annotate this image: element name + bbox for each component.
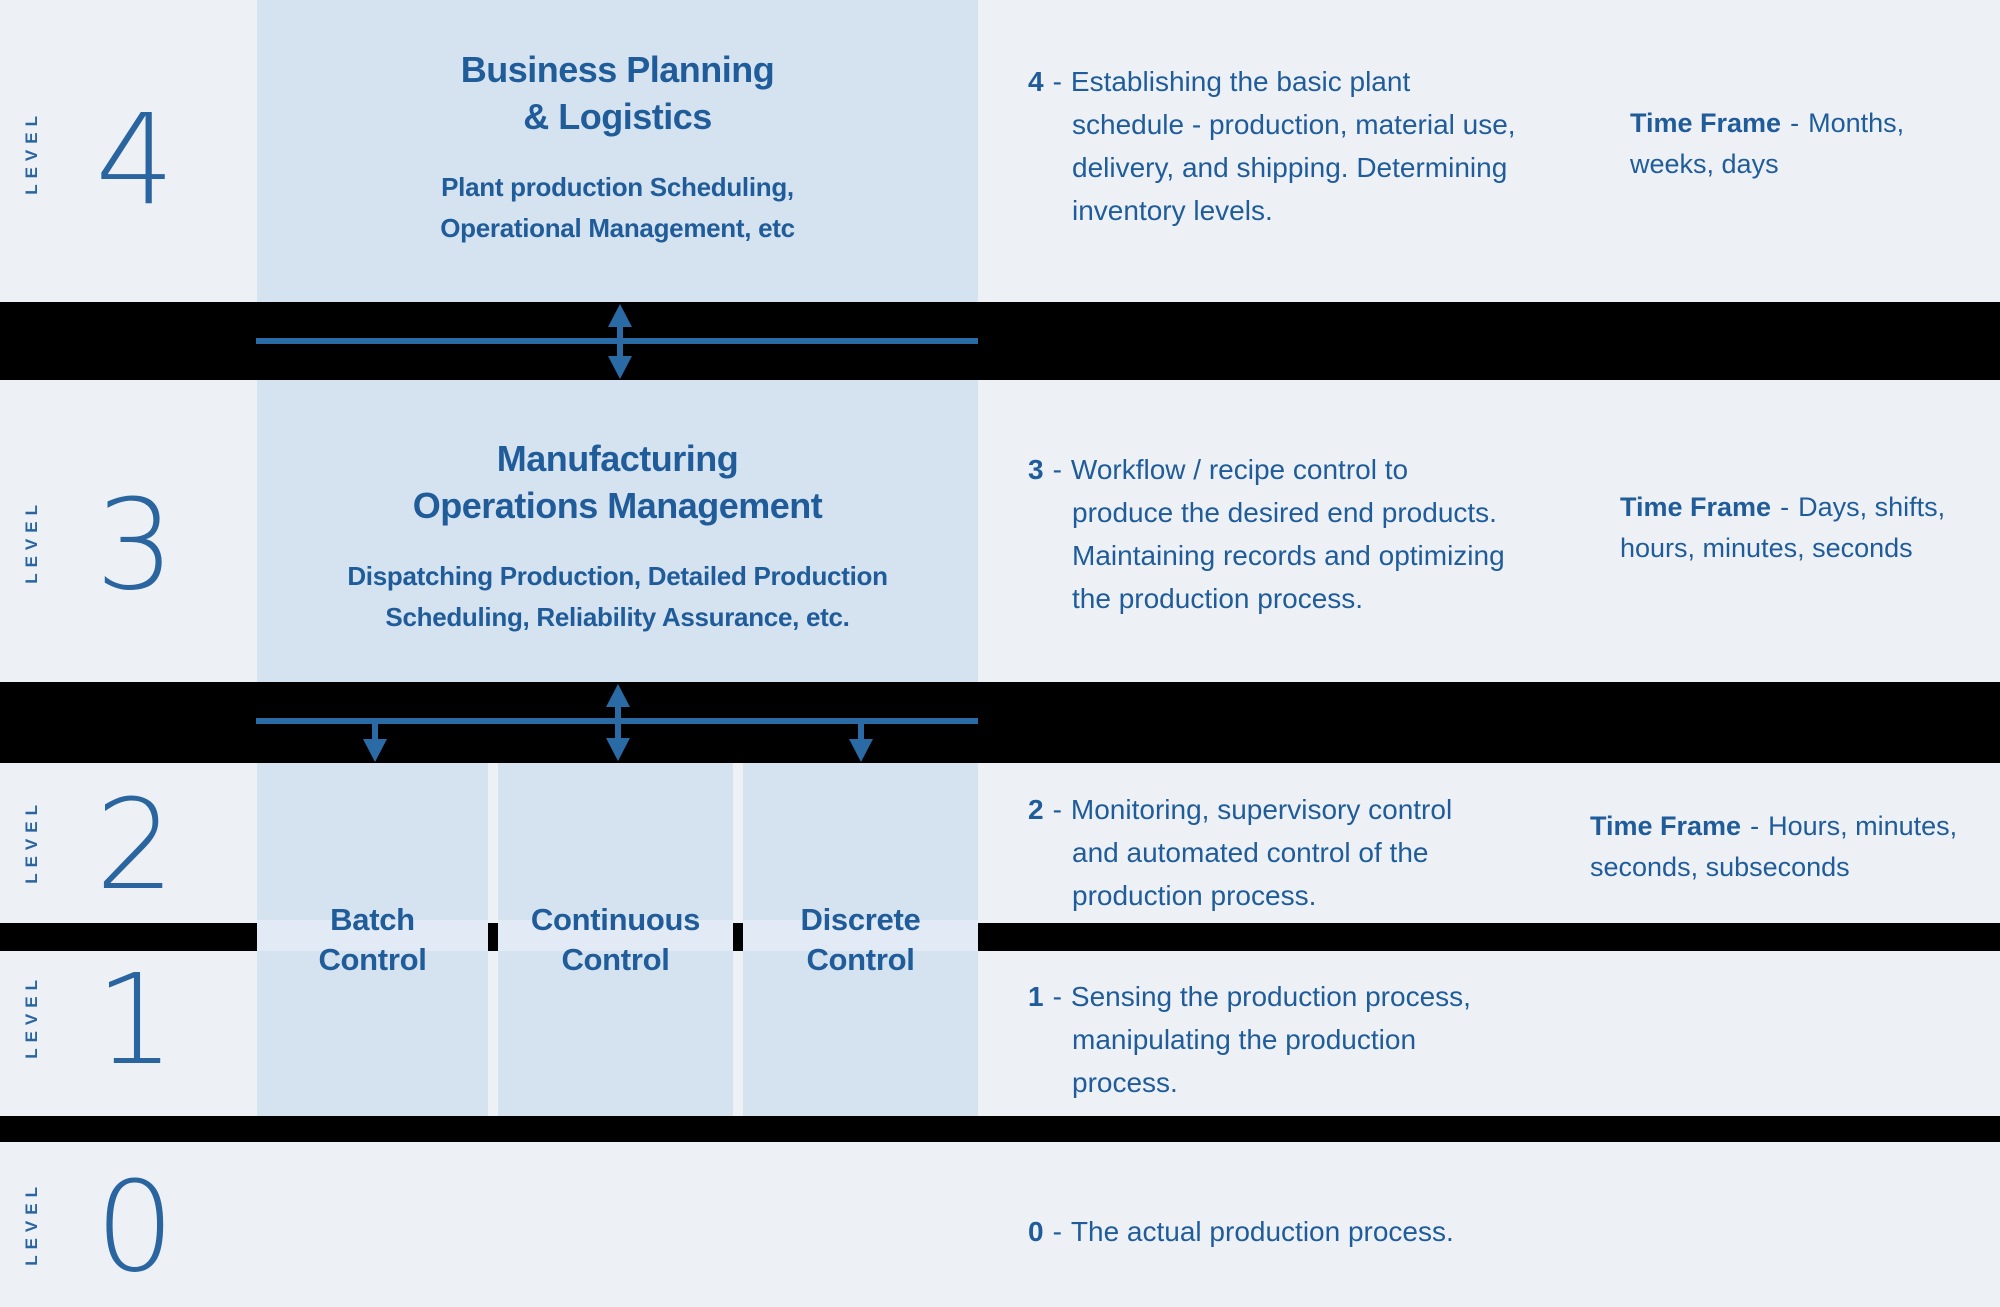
- level-2-time-frame: Time Frame-Hours, minutes, seconds, subs…: [1590, 806, 1980, 888]
- level-3-time-frame-label: Time Frame: [1620, 492, 1772, 522]
- level-4-description-text: Establishing the basic plant schedule - …: [1070, 66, 1516, 226]
- level-4-time-frame-label: Time Frame: [1630, 108, 1782, 138]
- level-2-time-frame-value: Hours, minutes, seconds, subseconds: [1590, 811, 1958, 882]
- level4-3-down-arrowhead-icon: [608, 356, 632, 379]
- level4-3-arrow-shaft: [617, 325, 623, 357]
- level-4-description-number: 4: [1028, 66, 1044, 97]
- discrete-control-box: Discrete Control: [743, 763, 978, 1116]
- level-2-time-frame-label: Time Frame: [1590, 811, 1742, 841]
- separator-band-level1-0: [0, 1116, 2000, 1142]
- level3-2-arrow-shaft: [615, 705, 621, 738]
- level-4-time-frame: Time Frame-Months, weeks, days: [1630, 103, 1970, 185]
- level-3-box: Manufacturing Operations Management Disp…: [257, 380, 978, 682]
- level-3-time-frame-value: Days, shifts, hours, minutes, seconds: [1620, 492, 1946, 563]
- level-0-description-number: 0: [1028, 1216, 1044, 1247]
- level3-2-up-arrowhead-icon: [606, 684, 630, 707]
- level-4-number: 4: [95, 88, 175, 233]
- batch-branch-arrowhead-icon: [363, 739, 387, 762]
- level-1-description-number: 1: [1028, 981, 1044, 1012]
- level-4-time-frame-separator: -: [1790, 108, 1800, 138]
- continuous-control-box: Continuous Control: [498, 763, 733, 1116]
- level-0-description-separator: -: [1052, 1216, 1062, 1247]
- level-3-box-title: Manufacturing Operations Management: [412, 438, 823, 526]
- level-3-time-frame-separator: -: [1780, 492, 1790, 522]
- batch-control-box: Batch Control: [257, 763, 488, 1116]
- level-4-label: LEVEL: [22, 110, 41, 195]
- continuous-control-stripe: [498, 920, 733, 951]
- discrete-branch-arrow-shaft: [858, 720, 864, 740]
- level3-2-down-arrowhead-icon: [606, 738, 630, 761]
- level-4-box: Business Planning & Logistics Plant prod…: [257, 0, 978, 302]
- level-0-number: 0: [95, 1155, 175, 1300]
- level-3-label: LEVEL: [22, 499, 41, 584]
- level-2-description-number: 2: [1028, 794, 1044, 825]
- level-3-description: 3-Workflow / recipe control to produce t…: [1028, 448, 1668, 620]
- level-1-description: 1-Sensing the production process, manipu…: [1028, 975, 1648, 1104]
- level-0-label: LEVEL: [22, 1181, 41, 1266]
- batch-control-stripe: [257, 920, 488, 951]
- level-0-description: 0-The actual production process.: [1028, 1210, 1728, 1253]
- level-3-box-subtitle: Dispatching Production, Detailed Product…: [347, 561, 888, 632]
- level-3-description-text: Workflow / recipe control to produce the…: [1070, 454, 1505, 614]
- discrete-control-stripe: [743, 920, 978, 951]
- level-2-description: 2-Monitoring, supervisory control and au…: [1028, 788, 1648, 917]
- level-0-description-text: The actual production process.: [1070, 1216, 1454, 1247]
- level-2-time-frame-separator: -: [1750, 811, 1760, 841]
- level-1-description-separator: -: [1052, 981, 1062, 1012]
- discrete-branch-arrowhead-icon: [849, 739, 873, 762]
- level-4-description: 4-Establishing the basic plant schedule …: [1028, 60, 1668, 232]
- level-1-label: LEVEL: [22, 974, 41, 1059]
- batch-control-label: Batch Control: [318, 901, 427, 977]
- level-2-description-separator: -: [1052, 794, 1062, 825]
- continuous-control-label: Continuous Control: [530, 901, 701, 977]
- level-4-box-title: Business Planning & Logistics: [460, 49, 775, 137]
- level-3-description-separator: -: [1052, 454, 1062, 485]
- batch-branch-arrow-shaft: [372, 720, 378, 740]
- discrete-control-label: Discrete Control: [800, 901, 921, 977]
- level-4-time-frame-value: Months, weeks, days: [1630, 108, 1905, 179]
- level-1-number: 1: [95, 948, 175, 1093]
- level-4-box-subtitle: Plant production Scheduling, Operational…: [440, 172, 795, 243]
- level-2-description-text: Monitoring, supervisory control and auto…: [1070, 794, 1453, 911]
- level4-3-up-arrowhead-icon: [608, 304, 632, 327]
- level-1-description-text: Sensing the production process, manipula…: [1070, 981, 1471, 1098]
- level-4-description-separator: -: [1052, 66, 1062, 97]
- level-3-time-frame: Time Frame-Days, shifts, hours, minutes,…: [1620, 487, 1980, 569]
- level-2-number: 2: [95, 773, 175, 918]
- level-3-number: 3: [95, 473, 175, 618]
- level-2-label: LEVEL: [22, 799, 41, 884]
- level-3-description-number: 3: [1028, 454, 1044, 485]
